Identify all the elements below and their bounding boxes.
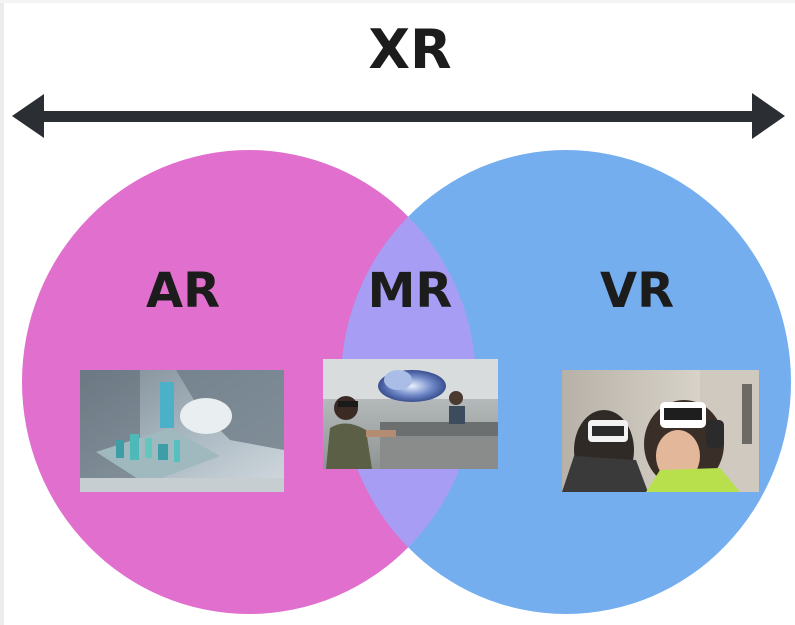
vr-photo — [562, 370, 759, 492]
top-border — [0, 0, 795, 3]
left-border — [0, 0, 4, 625]
xr-spectrum-arrow — [12, 93, 785, 139]
arrow-head-right — [752, 93, 785, 139]
arrow-shaft — [38, 111, 758, 122]
arrow-head-left — [12, 94, 44, 138]
mr-photo — [323, 359, 498, 469]
ar-label: AR — [146, 263, 220, 319]
diagram-title: XR — [368, 18, 451, 81]
ar-photo — [80, 370, 284, 492]
mr-label: MR — [368, 263, 453, 319]
vr-label: VR — [600, 263, 674, 319]
